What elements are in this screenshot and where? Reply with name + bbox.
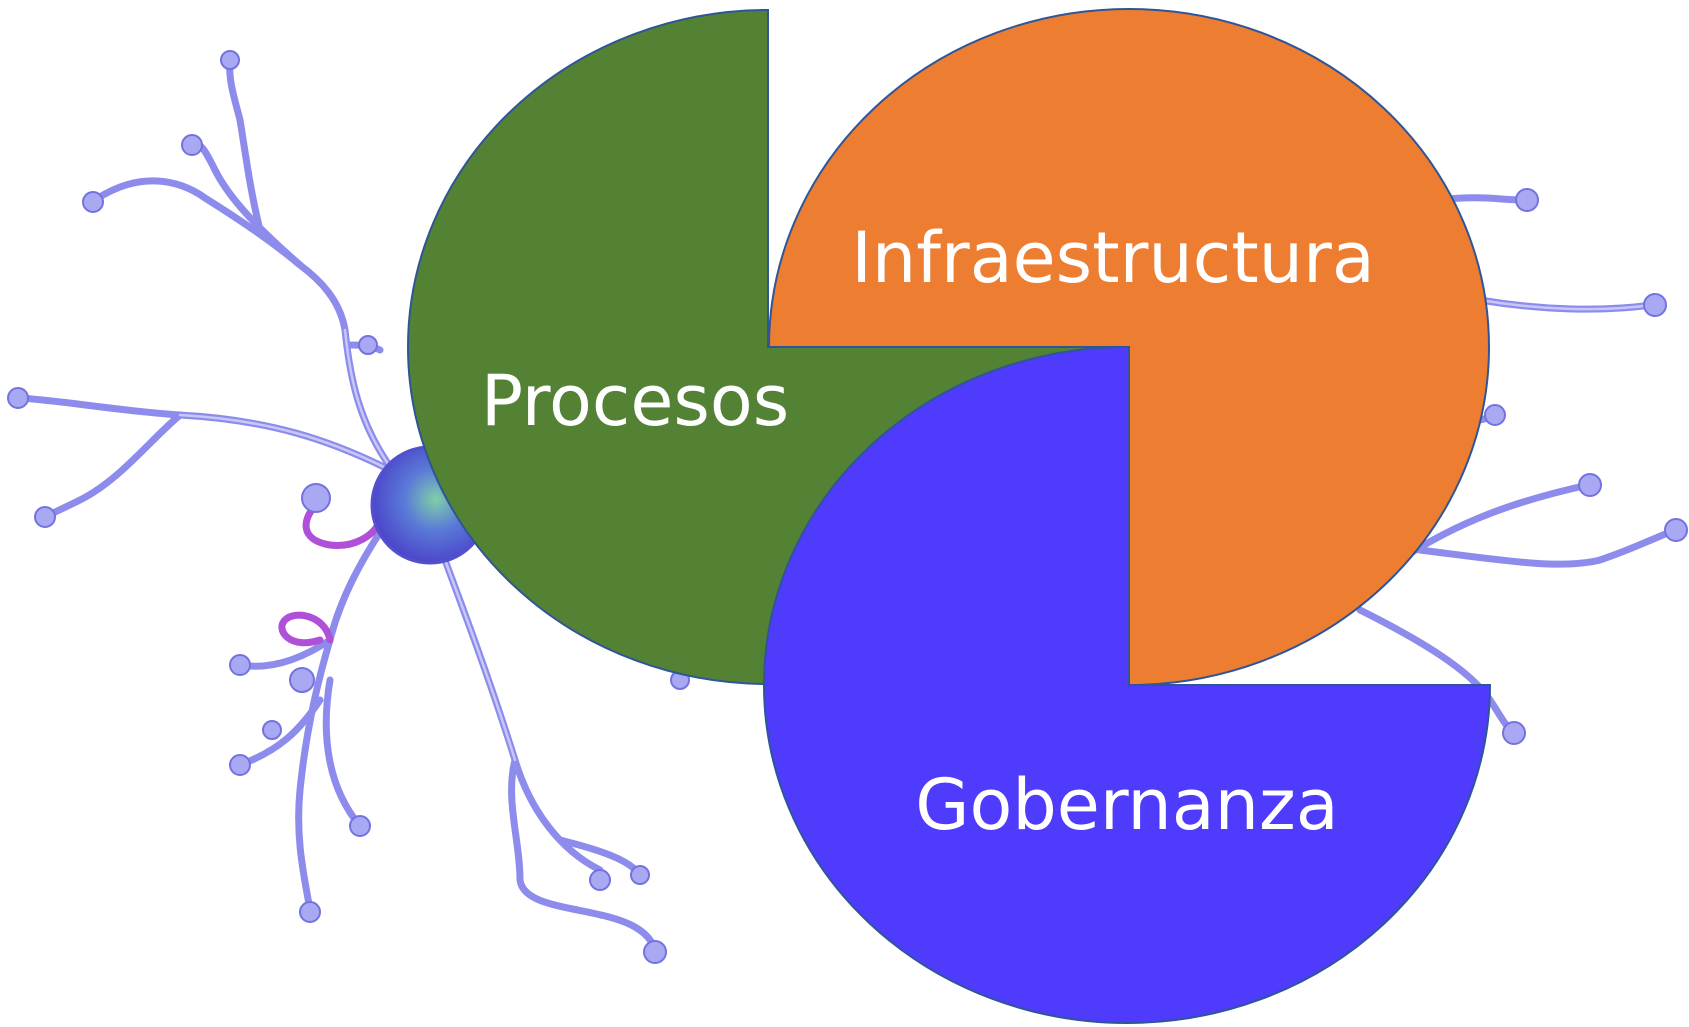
neuron-illustration — [7, 50, 1688, 964]
neuron-dendrites-left — [14, 56, 659, 954]
label-gobernanza: Gobernanza — [915, 764, 1338, 846]
neuron-boutons — [7, 50, 1688, 964]
label-procesos: Procesos — [481, 360, 789, 442]
segment-gobernanza — [763, 345, 1492, 1024]
neuron-synapses — [278, 496, 384, 647]
label-infraestructura: Infraestructura — [851, 217, 1374, 299]
